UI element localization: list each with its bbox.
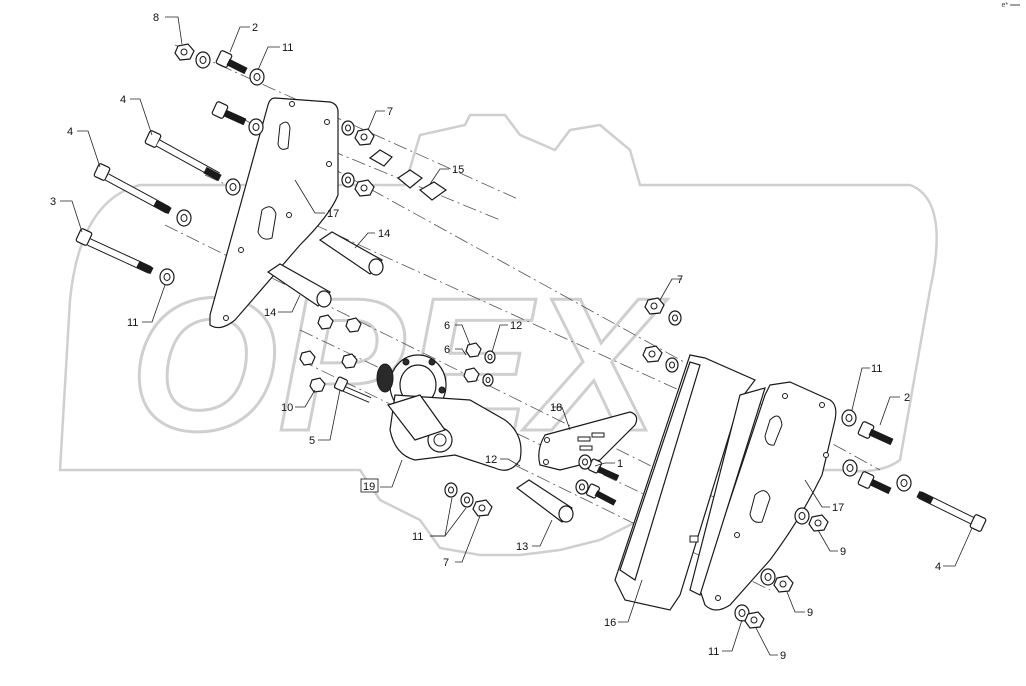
- right-plate-16: [614, 354, 756, 611]
- bolt-4-upper: [144, 130, 222, 182]
- callout-5: 5: [309, 435, 315, 447]
- callout-9: 9: [807, 607, 813, 619]
- callout-17: 17: [832, 502, 844, 514]
- bolt-2-upper: [215, 50, 248, 75]
- callout-11: 11: [412, 531, 423, 543]
- callout-11: 11: [282, 42, 293, 54]
- bolt-4-left: [93, 163, 172, 215]
- bolt-right-mid: [857, 471, 892, 495]
- callouts: 8 2 11 4 4 3 7 15 17 14 14 11 6 6 12 10 …: [50, 12, 941, 662]
- bracket-18: [538, 411, 638, 471]
- bolt-upper-2: [211, 101, 247, 126]
- bolt-5: [333, 376, 372, 403]
- spacers: [266, 149, 574, 523]
- callout-4: 4: [120, 94, 126, 106]
- nut-8: [174, 43, 195, 61]
- callout-7: 7: [443, 557, 449, 569]
- callout-7: 7: [387, 106, 393, 118]
- callout-11: 11: [127, 317, 138, 329]
- callout-1: 1: [617, 458, 623, 470]
- callout-15: 15: [452, 164, 464, 176]
- callout-4: 4: [935, 561, 941, 573]
- bolt-3: [75, 228, 154, 275]
- callout-2: 2: [904, 392, 910, 404]
- nuts: [299, 128, 829, 629]
- callout-3: 3: [50, 196, 56, 208]
- callout-9: 9: [780, 650, 786, 662]
- callout-10: 10: [281, 402, 293, 414]
- callout-2: 2: [252, 22, 258, 34]
- left-plate: [209, 97, 339, 329]
- callout-7: 7: [677, 274, 683, 286]
- callout-14: 14: [264, 307, 276, 319]
- callout-19: 19: [363, 481, 375, 493]
- callout-4: 4: [67, 126, 73, 138]
- callout-6: 6: [444, 320, 450, 332]
- callout-6: 6: [444, 344, 450, 356]
- callout-14: 14: [378, 228, 390, 240]
- bolt-2-right: [857, 421, 894, 446]
- corner-mark: e* ══: [1001, 2, 1020, 9]
- callout-17: 17: [327, 208, 339, 220]
- bolt-4-right: [916, 490, 987, 532]
- hub-assembly: [376, 354, 522, 471]
- callout-9: 9: [840, 546, 846, 558]
- callout-11: 11: [708, 646, 719, 658]
- callout-8: 8: [153, 12, 159, 24]
- right-plate-17: [689, 381, 837, 611]
- leader-lines: [60, 16, 973, 656]
- callout-16: 16: [604, 617, 616, 629]
- callout-18: 18: [550, 402, 562, 414]
- washers: [159, 51, 912, 622]
- callout-13: 13: [516, 541, 528, 553]
- callout-12: 12: [485, 454, 497, 466]
- callout-12: 12: [510, 320, 522, 332]
- callout-11: 11: [871, 363, 882, 375]
